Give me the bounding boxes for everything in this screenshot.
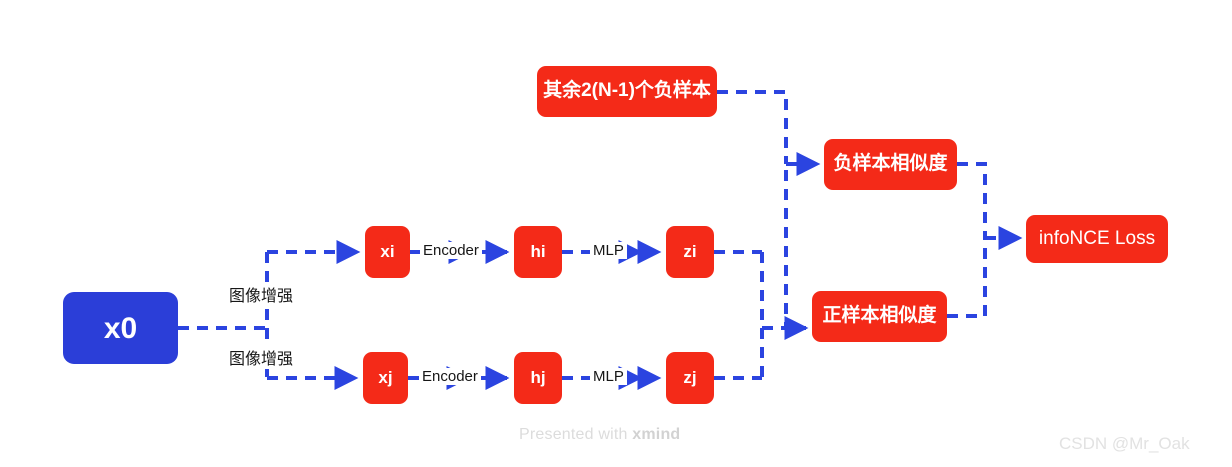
csdn-watermark: CSDN @Mr_Oak	[1059, 434, 1190, 453]
edge-label-encoder-top: Encoder	[420, 242, 482, 259]
edge-negsamples-to-negsim	[717, 90, 788, 164]
edge-z-to-negsim-branch	[762, 164, 788, 330]
node-zi[interactable]: zi	[666, 226, 714, 278]
edge-label-augment-top: 图像增强	[226, 282, 297, 306]
edge-label-mlp-bottom: MLP	[590, 368, 627, 385]
xmind-watermark-brand: xmind	[632, 426, 681, 443]
node-negative-samples[interactable]: 其余2(N-1)个负样本	[537, 66, 717, 117]
node-infonce-loss[interactable]: infoNCE Loss	[1026, 215, 1168, 263]
edge-label-encoder-bottom: Encoder	[419, 368, 481, 385]
node-x0[interactable]: x0	[63, 292, 178, 364]
node-positive-similarity[interactable]: 正样本相似度	[812, 291, 947, 342]
node-xi[interactable]: xi	[365, 226, 410, 278]
edge-negsim-to-merge	[957, 162, 987, 238]
node-hi[interactable]: hi	[514, 226, 562, 278]
xmind-watermark-prefix: Presented with	[519, 426, 633, 443]
node-hj[interactable]: hj	[514, 352, 562, 404]
edge-label-mlp-top: MLP	[590, 242, 627, 259]
node-negative-similarity[interactable]: 负样本相似度	[824, 139, 957, 190]
node-xj[interactable]: xj	[363, 352, 408, 404]
edge-possim-to-merge	[947, 238, 987, 318]
edge-label-augment-bottom: 图像增强	[226, 345, 297, 369]
node-zj[interactable]: zj	[666, 352, 714, 404]
xmind-watermark: Presented with xmind	[519, 426, 680, 444]
